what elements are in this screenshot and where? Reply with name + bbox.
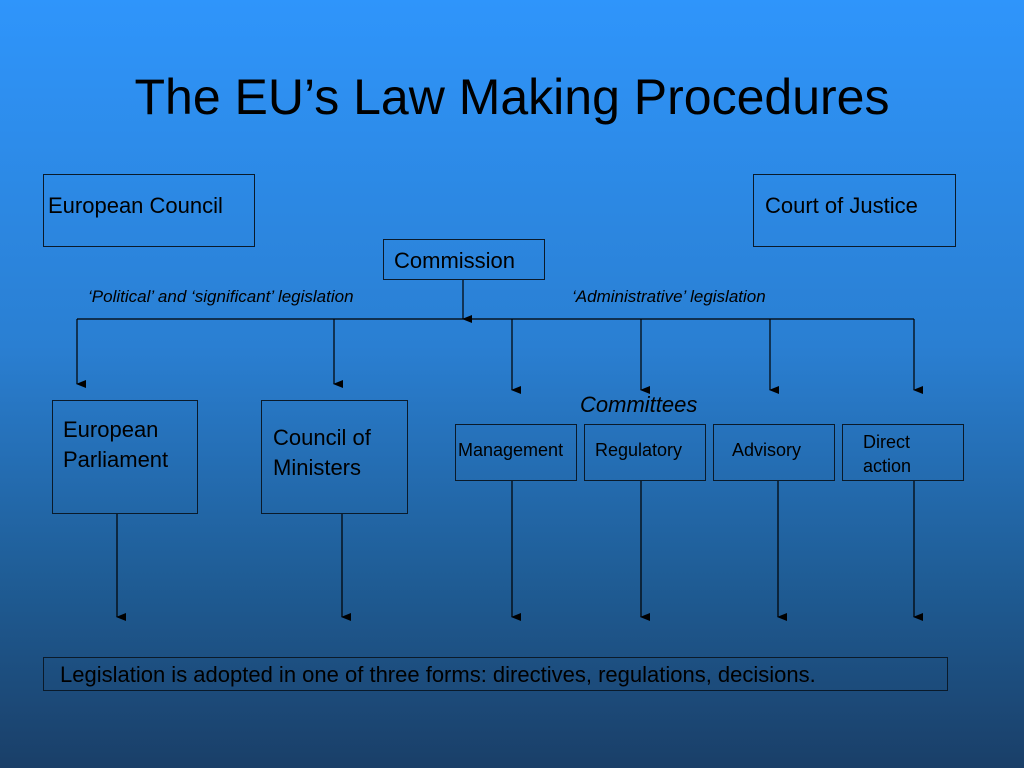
european-council-label: European Council — [48, 193, 223, 218]
management-box: Management — [455, 424, 577, 481]
commission-label: Commission — [394, 248, 516, 273]
administrative-legislation-label: ‘Administrative’ legislation — [572, 287, 766, 306]
committees-heading: Committees — [580, 392, 698, 417]
page-title: The EU’s Law Making Procedures — [134, 69, 890, 125]
advisory-box: Advisory — [713, 424, 835, 481]
court-of-justice-box: Court of Justice — [753, 174, 956, 247]
legislation-forms-text: Legislation is adopted in one of three f… — [60, 662, 816, 687]
management-label: Management — [458, 440, 564, 460]
council-of-ministers-label: Council of Ministers — [273, 425, 371, 480]
council-of-ministers-box: Council of Ministers — [261, 400, 408, 514]
political-legislation-label: ‘Political’ and ‘significant’ legislatio… — [88, 287, 354, 306]
legislation-forms-box: Legislation is adopted in one of three f… — [43, 657, 948, 691]
european-parliament-box: European Parliament — [52, 400, 198, 514]
regulatory-label: Regulatory — [595, 440, 683, 460]
regulatory-box: Regulatory — [584, 424, 706, 481]
direct-action-label: Direct action — [863, 432, 912, 476]
european-council-box: European Council — [43, 174, 255, 247]
direct-action-box: Direct action — [842, 424, 964, 481]
european-parliament-label: European Parliament — [63, 417, 169, 472]
court-of-justice-label: Court of Justice — [765, 193, 918, 218]
advisory-label: Advisory — [732, 440, 802, 460]
commission-box: Commission — [383, 239, 545, 280]
